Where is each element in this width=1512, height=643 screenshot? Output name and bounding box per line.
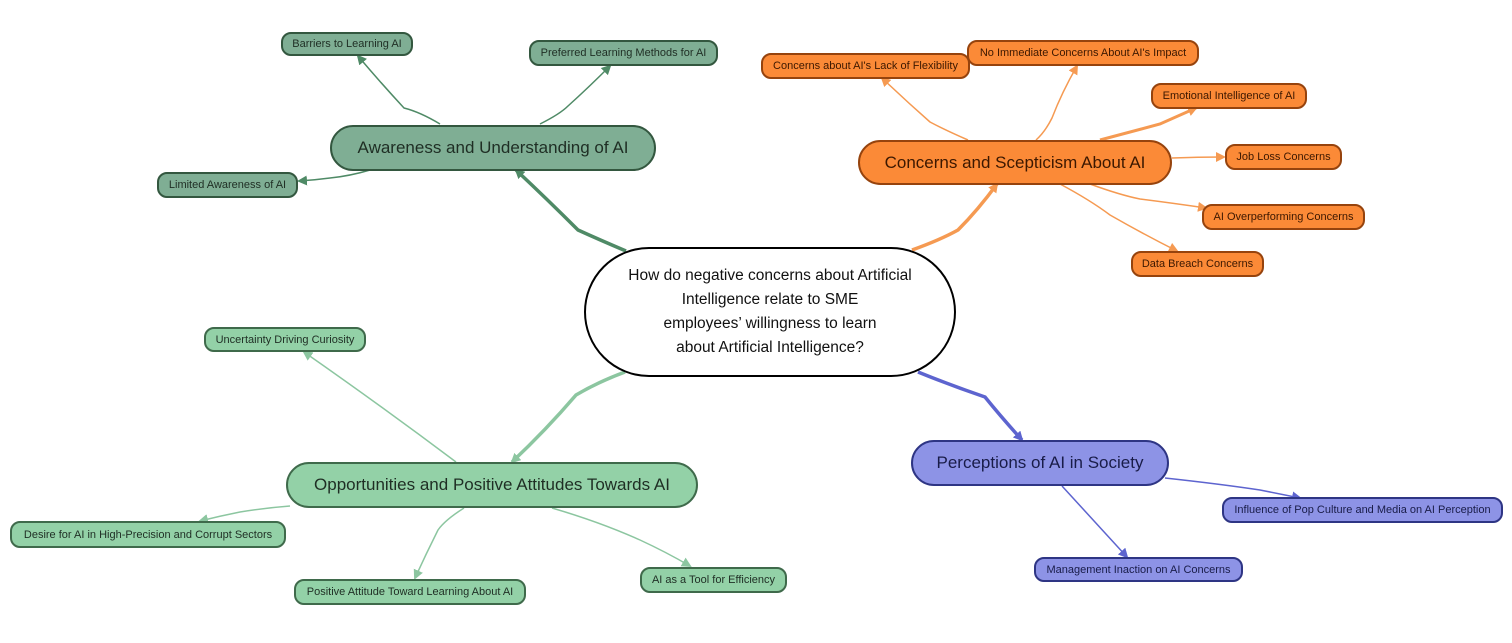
branch-awareness[interactable]: Awareness and Understanding of AI	[330, 125, 656, 171]
leaf-label: Limited Awareness of AI	[168, 179, 287, 191]
link-awareness-barriers	[356, 54, 441, 125]
link-awareness-preferred	[539, 64, 612, 125]
leaf-ai-overperforming[interactable]: AI Overperforming Concerns	[1202, 204, 1365, 230]
link-awareness-limited	[297, 169, 371, 186]
central-question[interactable]: How do negative concerns about Artificia…	[584, 247, 956, 377]
leaf-desire-high-precision[interactable]: Desire for AI in High-Precision and Corr…	[10, 521, 286, 548]
leaf-barriers-to-learning[interactable]: Barriers to Learning AI	[281, 32, 413, 56]
leaf-label: No Immediate Concerns About AI's Impact	[979, 47, 1187, 59]
link-center-concerns	[911, 182, 999, 252]
leaf-label: AI as a Tool for Efficiency	[651, 574, 776, 586]
leaf-tool-for-efficiency[interactable]: AI as a Tool for Efficiency	[640, 567, 787, 593]
leaf-label: Uncertainty Driving Curiosity	[215, 333, 355, 346]
leaf-label: Desire for AI in High-Precision and Corr…	[23, 528, 273, 541]
central-question-line-2: Intelligence relate to SME	[681, 291, 859, 308]
branch-awareness-label: Awareness and Understanding of AI	[357, 138, 629, 157]
leaf-uncertainty-curiosity[interactable]: Uncertainty Driving Curiosity	[204, 327, 366, 352]
branch-opportunities[interactable]: Opportunities and Positive Attitudes Tow…	[286, 462, 698, 508]
central-question-line-4: about Artificial Intelligence?	[676, 339, 864, 356]
leaf-label: Emotional Intelligence of AI	[1162, 90, 1296, 102]
link-concerns-jobloss	[1171, 152, 1226, 163]
link-opp-efficiency	[551, 507, 692, 568]
leaf-label: Barriers to Learning AI	[292, 38, 402, 50]
link-concerns-databreach	[1059, 183, 1179, 252]
leaf-pop-culture-media[interactable]: Influence of Pop Culture and Media on AI…	[1222, 497, 1503, 523]
leaf-job-loss[interactable]: Job Loss Concerns	[1225, 144, 1342, 170]
branch-perceptions[interactable]: Perceptions of AI in Society	[911, 440, 1169, 486]
link-opp-curiosity	[302, 350, 457, 463]
branch-concerns[interactable]: Concerns and Scepticism About AI	[858, 140, 1172, 185]
leaf-label: Management Inaction on AI Concerns	[1046, 563, 1231, 576]
link-center-perceptions	[917, 370, 1024, 442]
leaf-label: Concerns about AI's Lack of Flexibility	[773, 60, 958, 72]
link-center-awareness	[514, 168, 627, 253]
leaf-emotional-intelligence[interactable]: Emotional Intelligence of AI	[1151, 83, 1307, 109]
leaf-label: Data Breach Concerns	[1141, 258, 1254, 270]
branch-opportunities-label: Opportunities and Positive Attitudes Tow…	[314, 475, 670, 494]
link-concerns-emotional	[1099, 106, 1198, 142]
leaf-label: AI Overperforming Concerns	[1213, 211, 1354, 223]
link-concerns-flexibility	[880, 76, 969, 141]
link-center-opportunities	[510, 370, 626, 464]
link-concerns-overperforming	[1089, 183, 1208, 212]
leaf-positive-attitude-learning[interactable]: Positive Attitude Toward Learning About …	[294, 579, 526, 605]
leaf-label: Positive Attitude Toward Learning About …	[306, 586, 514, 598]
leaf-no-immediate-concerns[interactable]: No Immediate Concerns About AI's Impact	[967, 40, 1199, 66]
leaf-label: Preferred Learning Methods for AI	[540, 47, 707, 59]
leaf-management-inaction[interactable]: Management Inaction on AI Concerns	[1034, 557, 1243, 582]
leaf-limited-awareness[interactable]: Limited Awareness of AI	[157, 172, 298, 198]
leaf-preferred-learning-methods[interactable]: Preferred Learning Methods for AI	[529, 40, 718, 66]
branch-perceptions-label: Perceptions of AI in Society	[936, 453, 1144, 472]
link-perc-management	[1061, 485, 1129, 559]
leaf-lack-of-flexibility[interactable]: Concerns about AI's Lack of Flexibility	[761, 53, 970, 79]
branch-concerns-label: Concerns and Scepticism About AI	[884, 152, 1146, 172]
central-question-line-3: employees’ willingness to learn	[663, 315, 877, 332]
central-question-line-1: How do negative concerns about Artificia…	[628, 267, 912, 284]
leaf-data-breach[interactable]: Data Breach Concerns	[1131, 251, 1264, 277]
link-opp-desire	[198, 505, 291, 524]
link-concerns-noimmediate	[1035, 64, 1078, 141]
leaf-label: Job Loss Concerns	[1236, 151, 1331, 163]
link-opp-positive	[413, 507, 465, 580]
leaf-label: Influence of Pop Culture and Media on AI…	[1234, 504, 1491, 516]
link-perc-popculture	[1164, 477, 1302, 502]
